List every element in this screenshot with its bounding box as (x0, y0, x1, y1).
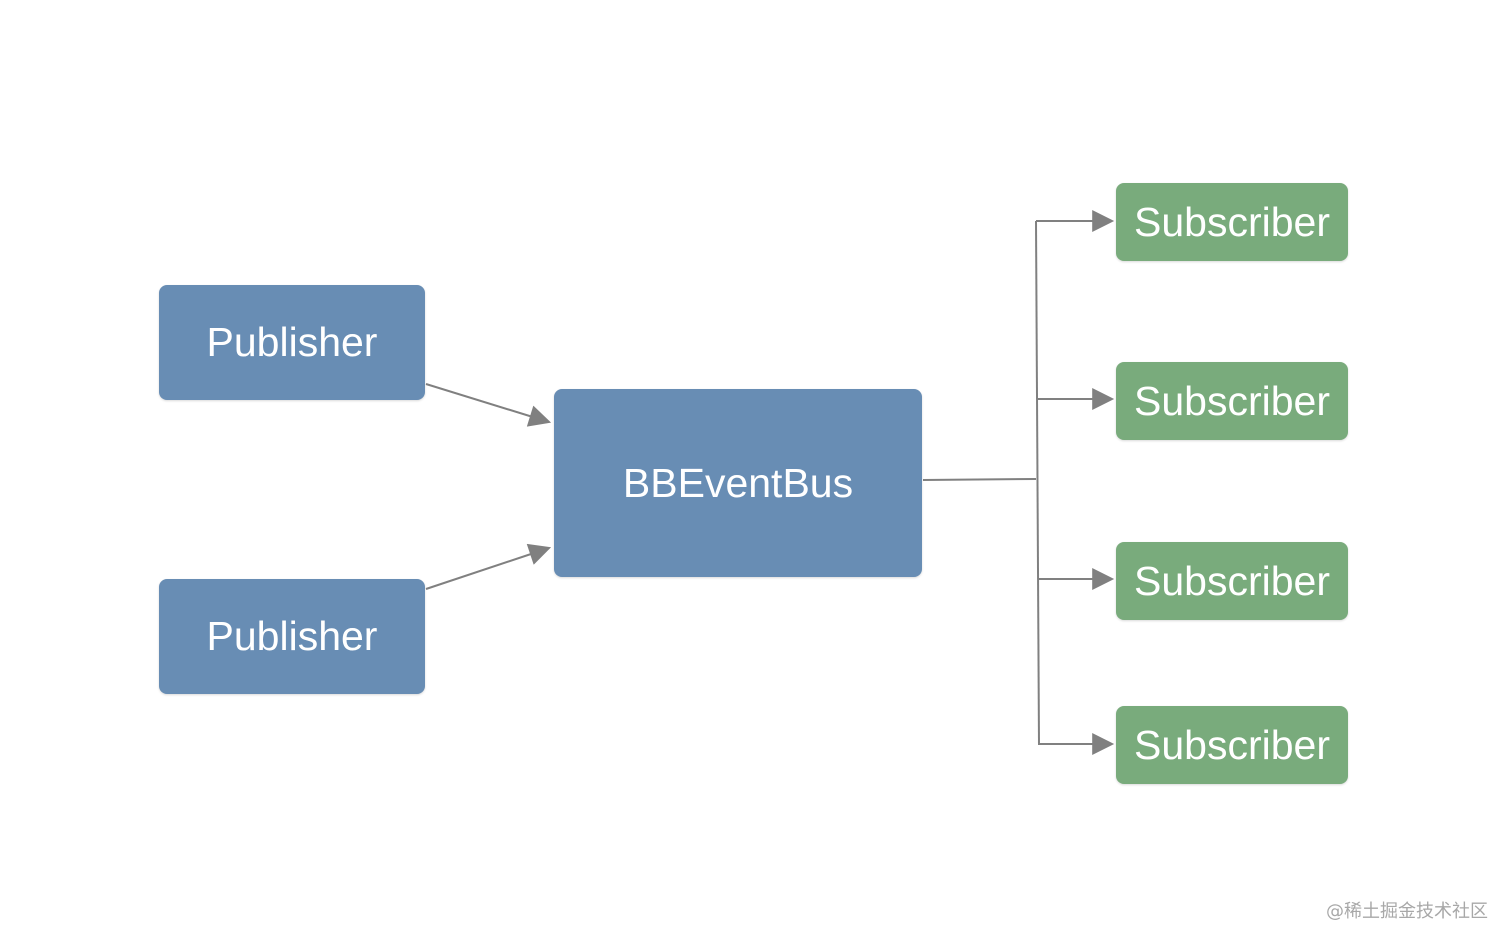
watermark-text: @稀土掘金技术社区 (1326, 901, 1488, 922)
publisher-node-1: Publisher (159, 285, 425, 400)
bbeventbus-label: BBEventBus (622, 459, 854, 506)
subscriber-3-label: Subscriber (1134, 557, 1330, 604)
edge-publisher-2-to-bus (425, 543, 552, 590)
subscriber-1-label: Subscriber (1134, 198, 1330, 245)
publisher-1-label: Publisher (206, 319, 378, 365)
edge-publisher-1-to-bus (425, 383, 552, 427)
subscriber-node-1: Subscriber (1116, 183, 1348, 261)
subscriber-node-3: Subscriber (1116, 542, 1348, 620)
bbeventbus-node: BBEventBus (554, 389, 922, 577)
subscriber-node-4: Subscriber (1116, 706, 1348, 784)
subscriber-4-label: Subscriber (1134, 721, 1330, 768)
subscriber-node-2: Subscriber (1116, 362, 1348, 440)
publisher-2-label: Publisher (206, 613, 378, 659)
edge-trunk-vertical (1035, 220, 1040, 746)
edge-bus-to-trunk (922, 478, 1037, 481)
publisher-node-2: Publisher (159, 579, 425, 694)
subscriber-2-label: Subscriber (1134, 377, 1330, 424)
